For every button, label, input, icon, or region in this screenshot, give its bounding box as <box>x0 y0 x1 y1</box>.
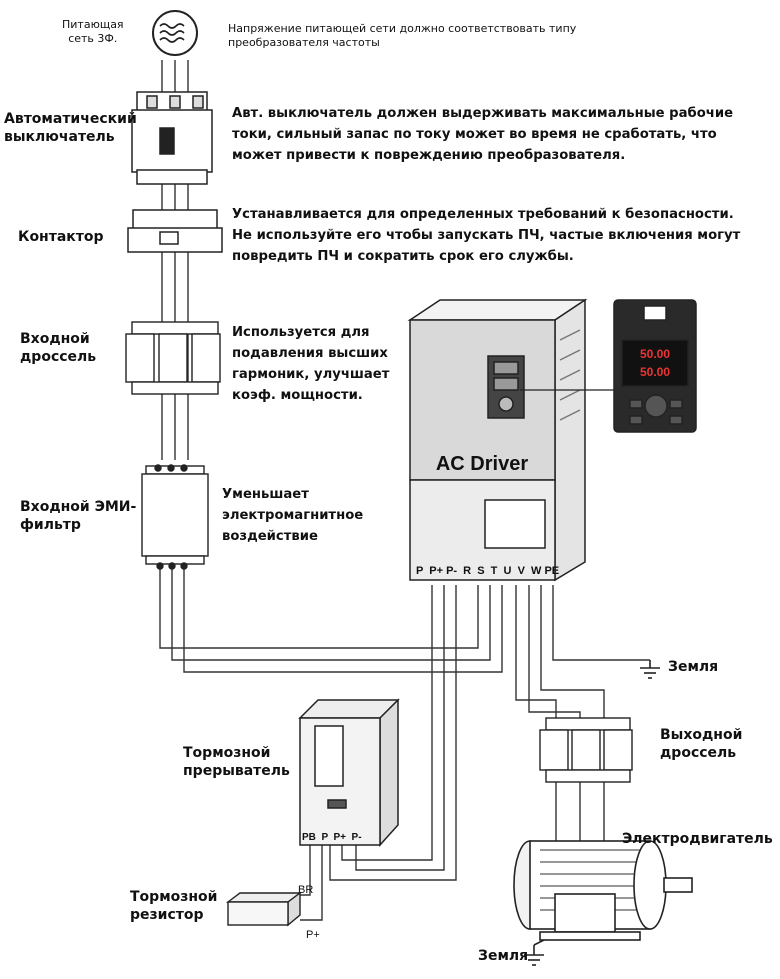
supply-label: Питающая сеть 3Ф. <box>62 18 124 45</box>
supply-source-icon <box>152 10 198 56</box>
emi-filter-desc: Уменьшает электромагнитное воздействие <box>222 487 364 544</box>
keypad-display-1: 50.00 <box>640 347 670 361</box>
output-choke-label: Выходной дроссель <box>660 727 743 761</box>
motor-icon <box>513 840 693 941</box>
breaker-desc: Авт. выключатель должен выдерживать макс… <box>232 106 734 163</box>
brake-chopper-icon <box>298 698 400 847</box>
keypad-icon <box>613 299 697 433</box>
ground-bottom-label: Земля <box>478 948 529 964</box>
contactor-desc: Устанавливается для определенных требова… <box>232 207 741 264</box>
drive-terminals: P P+ P- R S T U V W PE <box>416 565 559 577</box>
ground-top-label: Земля <box>668 659 719 675</box>
emi-filter-icon <box>141 464 209 570</box>
circuit-breaker-icon <box>131 91 213 185</box>
breaker-label: Автоматический выключатель <box>4 111 137 145</box>
contactor-label: Контактор <box>18 229 104 245</box>
resistor-term-p: P+ <box>306 929 320 941</box>
input-choke-icon <box>125 321 221 395</box>
brake-resistor-label: Тормозной резистор <box>130 889 218 923</box>
motor-label: Электродвигатель <box>622 831 773 847</box>
drive-title: AC Driver <box>436 453 528 475</box>
keypad-display-2: 50.00 <box>640 365 670 379</box>
supply-note: Напряжение питающей сети должно соответс… <box>228 22 577 49</box>
ground-icon <box>640 660 660 679</box>
chopper-terminals: PB P P+ P- <box>302 832 362 843</box>
resistor-term-br: BR <box>298 884 313 896</box>
contactor-icon <box>127 209 223 253</box>
ac-drive-icon <box>407 298 588 582</box>
brake-chopper-label: Тормозной прерыватель <box>183 745 290 779</box>
input-choke-label: Входной дроссель <box>20 331 97 365</box>
input-choke-desc: Используется для подавления высших гармо… <box>232 325 390 403</box>
emi-filter-label: Входной ЭМИ- фильтр <box>20 499 137 533</box>
brake-resistor-icon <box>225 891 303 927</box>
output-choke-icon <box>539 717 633 783</box>
